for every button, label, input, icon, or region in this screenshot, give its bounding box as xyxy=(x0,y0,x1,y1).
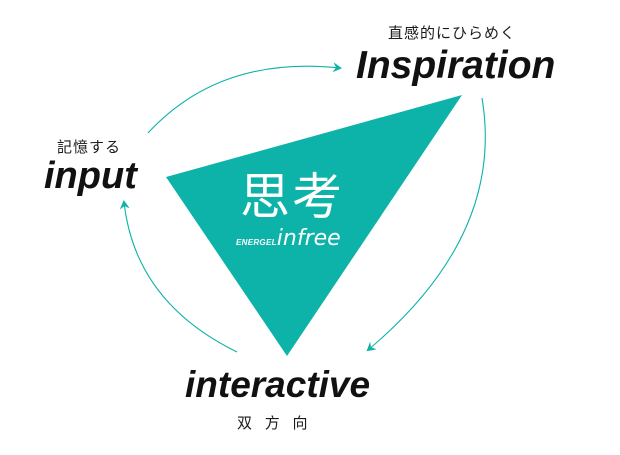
center-title: 思考 xyxy=(240,168,344,226)
interactive-caption: 双 方 向 xyxy=(237,414,312,432)
arrow-interactive-to-input xyxy=(119,200,238,353)
brand-name: infree xyxy=(276,226,341,251)
inspiration-caption: 直感的にひらめく xyxy=(388,24,517,42)
brand-prefix: ENERGEL xyxy=(236,238,277,247)
center-triangle xyxy=(166,95,462,356)
inspiration-title: Inspiration xyxy=(356,44,556,87)
input-caption: 記憶する xyxy=(57,138,122,156)
interactive-title: interactive xyxy=(185,364,371,405)
input-title: input xyxy=(44,155,137,197)
brand-logo: ENERGELinfree xyxy=(236,228,341,250)
arrow-input-to-inspiration xyxy=(147,62,342,134)
arrow-inspiration-to-interactive xyxy=(366,97,486,352)
